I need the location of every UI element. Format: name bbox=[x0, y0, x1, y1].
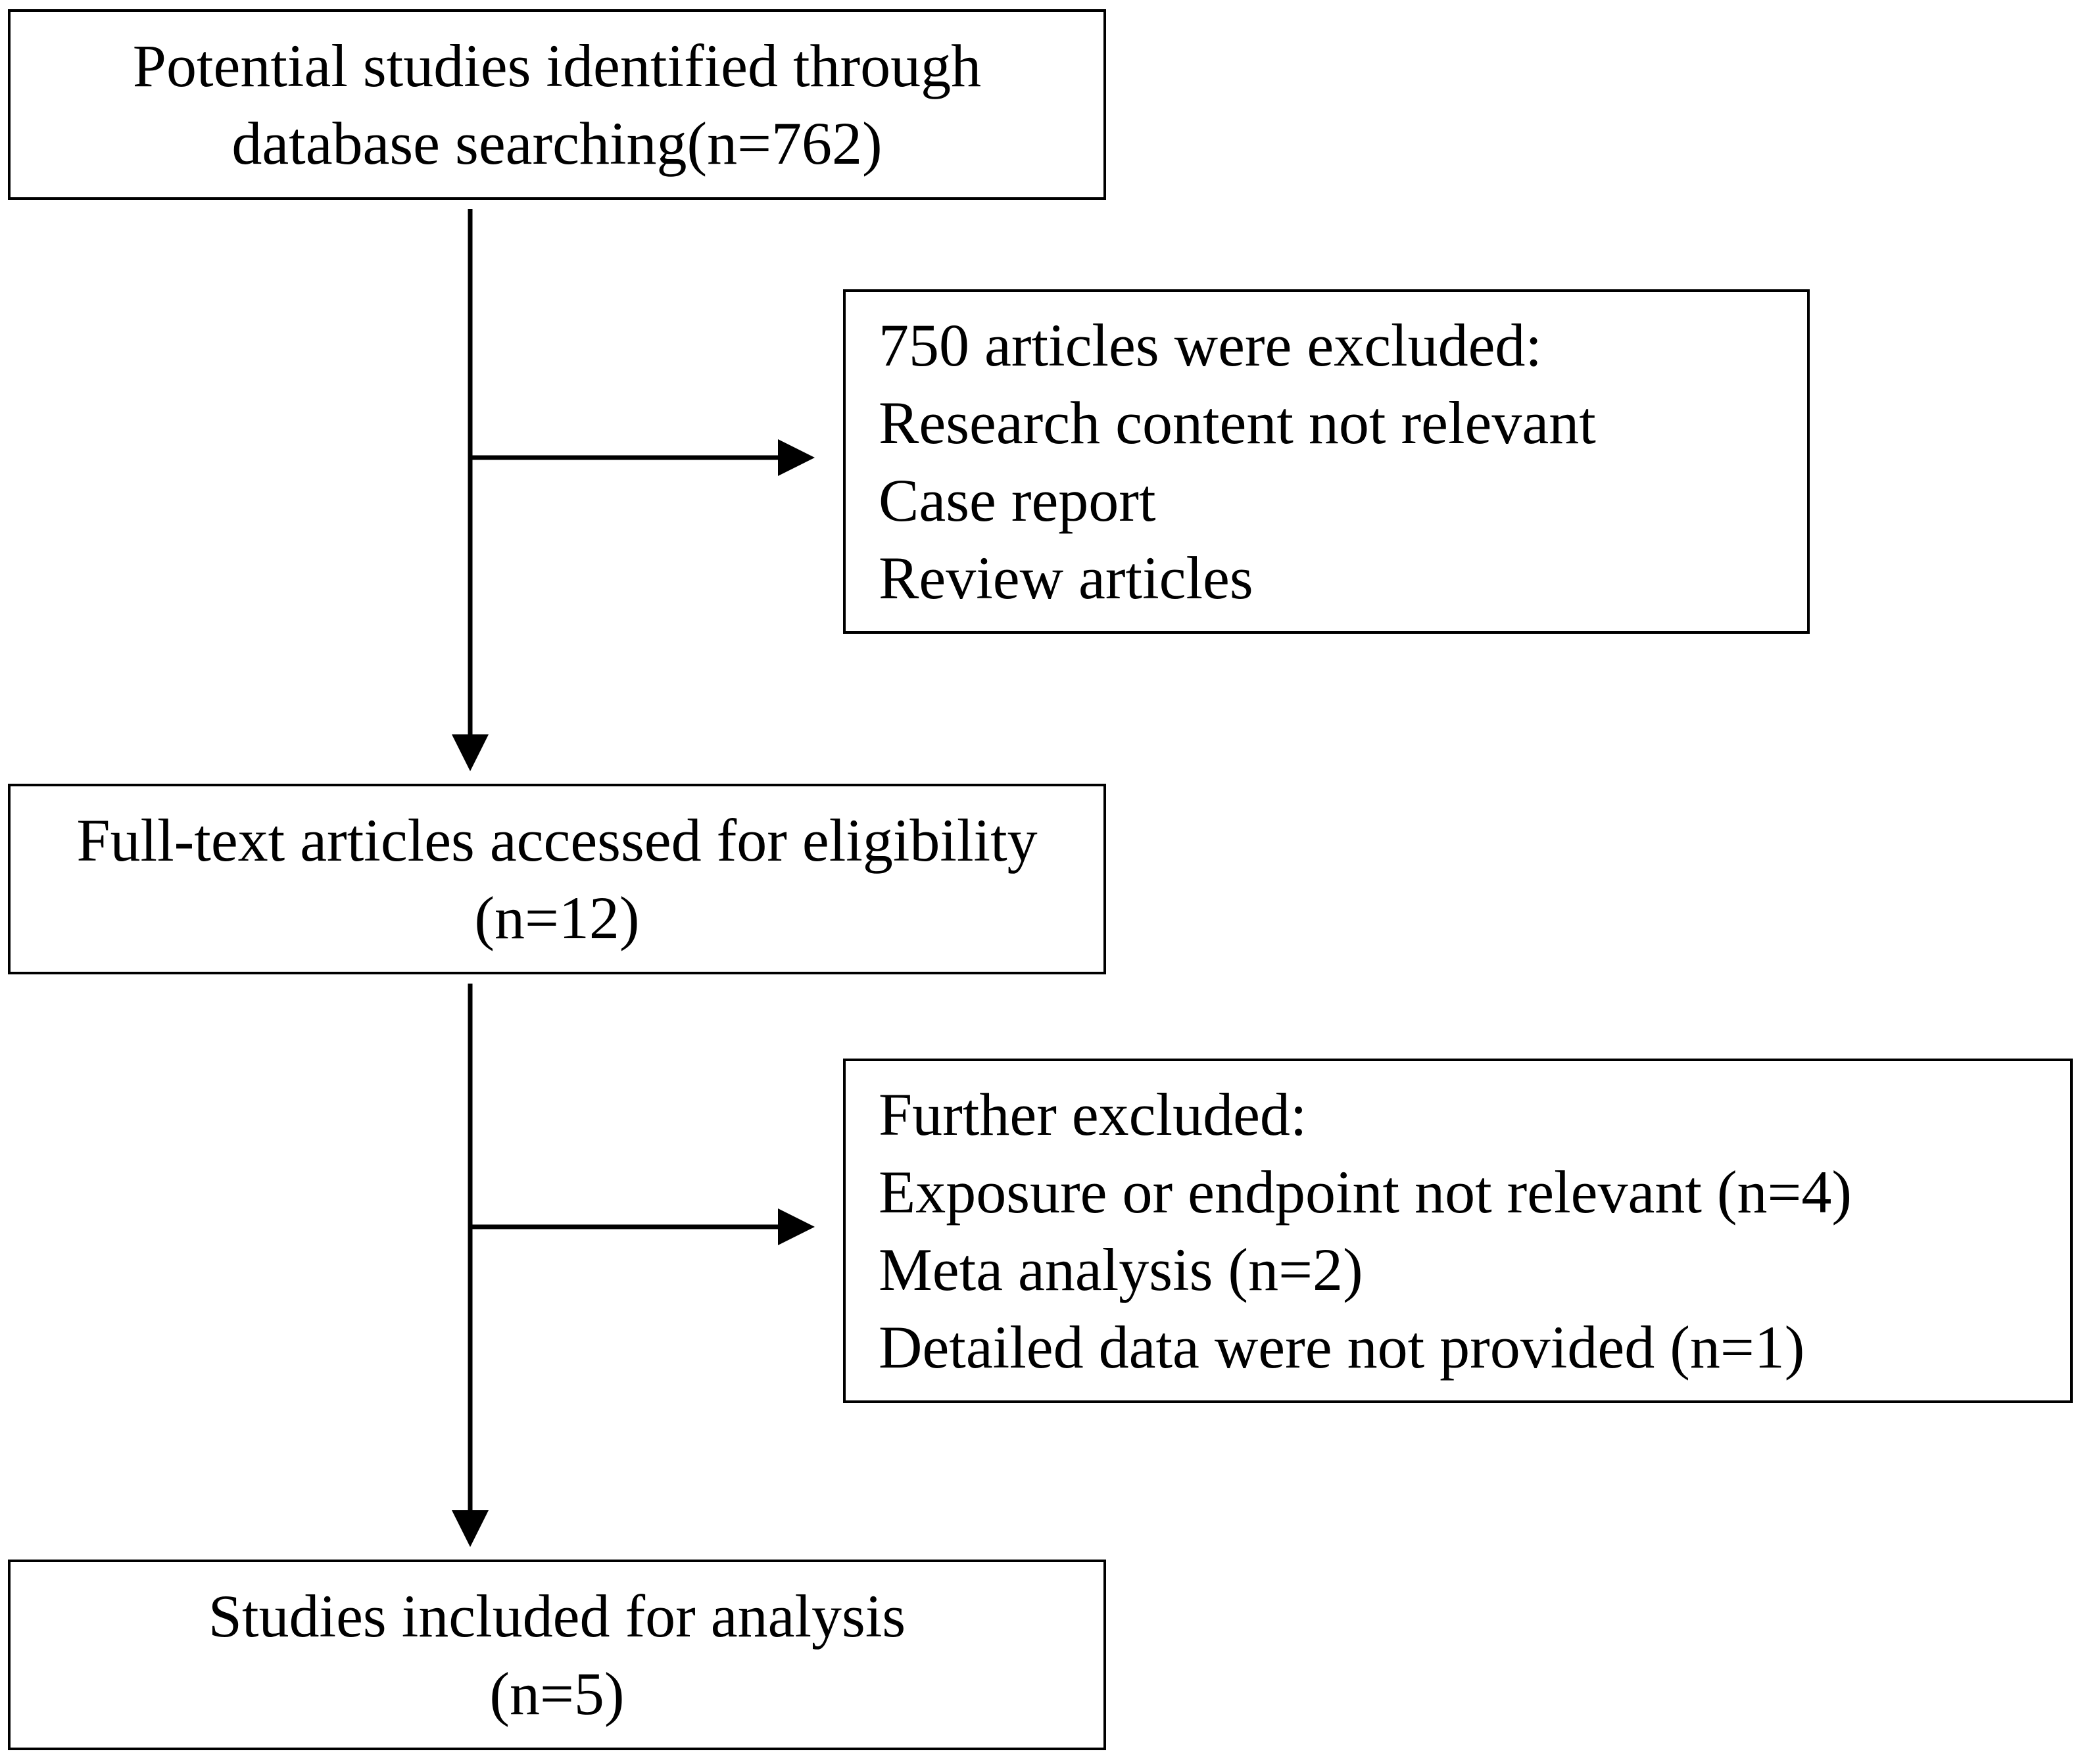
identified-line-2: database searching(n=762) bbox=[231, 110, 883, 177]
full-text-line-1: Full-text articles accessed for eligibil… bbox=[76, 807, 1038, 874]
included-line-1: Studies included for analysis bbox=[208, 1583, 906, 1650]
first-exclusion-heading: 750 articles were excluded: bbox=[879, 312, 1542, 379]
full-text-box: Full-text articles accessed for eligibil… bbox=[8, 784, 1106, 974]
included-box: Studies included for analysis (n=5) bbox=[8, 1560, 1106, 1750]
full-text-line-2: (n=12) bbox=[474, 884, 640, 951]
second-exclusion-item: Detailed data were not provided (n=1) bbox=[879, 1314, 1805, 1381]
identified-line-1: Potential studies identified through bbox=[132, 32, 982, 99]
second-exclusion-item: Meta analysis (n=2) bbox=[879, 1236, 1363, 1303]
first-exclusion-item: Case report bbox=[879, 467, 1156, 534]
included-line-2: (n=5) bbox=[489, 1660, 625, 1727]
first-exclusion-box: 750 articles were excluded: Research con… bbox=[843, 289, 1810, 634]
identified-box: Potential studies identified through dat… bbox=[8, 9, 1106, 200]
second-exclusion-heading: Further excluded: bbox=[879, 1081, 1307, 1148]
second-exclusion-box: Further excluded: Exposure or endpoint n… bbox=[843, 1059, 2073, 1403]
second-exclusion-item: Exposure or endpoint not relevant (n=4) bbox=[879, 1158, 1852, 1226]
first-exclusion-item: Review articles bbox=[879, 544, 1253, 611]
first-exclusion-item: Research content not relevant bbox=[879, 389, 1596, 456]
